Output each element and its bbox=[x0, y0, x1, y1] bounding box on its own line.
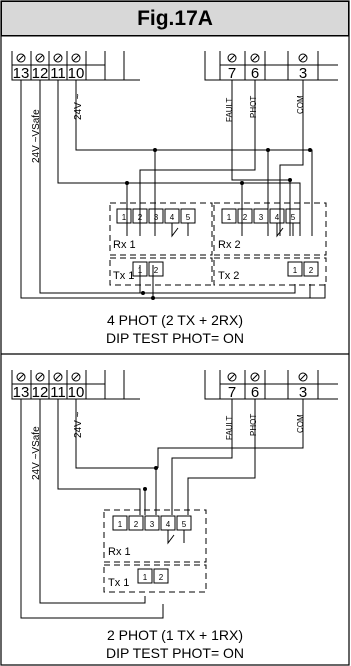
caption-top-line2: DIP TEST PHOT= ON bbox=[106, 330, 244, 346]
terminal-12-bottom: 12 bbox=[32, 384, 49, 401]
terminal-7-bottom: 7 bbox=[228, 384, 236, 401]
rx1-bottom-pin-1: 1 bbox=[118, 520, 123, 529]
wire-label-vsafe-bottom: 24V ~VSafe bbox=[31, 426, 42, 480]
terminal-13: 13 bbox=[13, 65, 30, 82]
rx1-bottom-pin-4: 4 bbox=[166, 520, 171, 529]
terminal-3-bottom: 3 bbox=[299, 384, 307, 401]
rx1-pin-2: 2 bbox=[138, 213, 143, 222]
tx1-bottom-pin-2: 2 bbox=[159, 573, 164, 582]
junction-dots-top bbox=[125, 148, 312, 300]
figure-title-bar: Fig.17A bbox=[1, 1, 349, 36]
rx1-bottom-label: Rx 1 bbox=[108, 546, 131, 558]
right-terminal-block-bottom bbox=[204, 370, 338, 400]
rx1-pin-3: 3 bbox=[154, 213, 159, 222]
tx2-module: 1 2 Tx 2 bbox=[213, 257, 327, 286]
terminal-10: 10 bbox=[68, 65, 85, 82]
wiring-top bbox=[20, 80, 326, 299]
terminal-6-bottom: 6 bbox=[251, 384, 259, 401]
tx1-pin-2: 2 bbox=[154, 266, 159, 275]
terminal-7: 7 bbox=[228, 65, 236, 82]
rx1-bottom-pin-5: 5 bbox=[182, 520, 187, 529]
tx1-bottom-pin-1: 1 bbox=[143, 573, 148, 582]
terminal-3: 3 bbox=[299, 65, 307, 82]
wire-label-24v: 24V ~ bbox=[73, 93, 84, 120]
terminal-11-bottom: 11 bbox=[50, 384, 66, 401]
wire-label-24v-bottom: 24V ~ bbox=[73, 411, 84, 438]
rx1-pin-5: 5 bbox=[186, 213, 191, 222]
terminal-6: 6 bbox=[251, 65, 259, 82]
rx1-bottom-pin-3: 3 bbox=[150, 520, 155, 529]
tx2-pin-2: 2 bbox=[309, 266, 314, 275]
tx2-label: Tx 2 bbox=[218, 270, 239, 282]
tx1-pin-1: 1 bbox=[138, 266, 143, 275]
rx2-module: 1 2 3 4 5 Rx 2 bbox=[213, 202, 327, 256]
rx1-module: 1 2 3 4 5 Rx 1 bbox=[109, 202, 213, 256]
terminal-11: 11 bbox=[50, 65, 66, 82]
tx1-label: Tx 1 bbox=[113, 270, 134, 282]
caption-bottom-line2: DIP TEST PHOT= ON bbox=[106, 645, 244, 661]
rx2-pin-1: 1 bbox=[227, 213, 232, 222]
panel-bottom: 13 12 11 10 7 6 3 24V ~VSafe 24V ~ FAULT bbox=[11, 370, 338, 661]
rx1-module-bottom: 1 2 3 4 5 Rx 1 bbox=[103, 509, 207, 563]
wiring-bottom bbox=[20, 399, 304, 619]
panel-top: 13 12 11 10 7 6 3 24V ~VSafe 24V bbox=[11, 51, 338, 346]
terminal-10-bottom: 10 bbox=[68, 384, 85, 401]
wire-label-com-bottom: COM bbox=[296, 414, 305, 433]
rx2-pin-4: 4 bbox=[275, 213, 280, 222]
wire-label-com: COM bbox=[296, 95, 305, 114]
junction-dots-bottom bbox=[143, 466, 158, 491]
rx2-pin-5: 5 bbox=[291, 213, 296, 222]
wire-label-phot-bottom: PHOT bbox=[249, 414, 258, 436]
tx1-bottom-label: Tx 1 bbox=[108, 577, 129, 589]
rx2-pin-2: 2 bbox=[243, 213, 248, 222]
tx1-module: 1 2 Tx 1 bbox=[109, 257, 213, 286]
rx1-pin-4: 4 bbox=[170, 213, 175, 222]
tx1-module-bottom: 1 2 Tx 1 bbox=[103, 564, 207, 593]
wire-label-phot: PHOT bbox=[249, 96, 258, 118]
rx1-bottom-pin-2: 2 bbox=[134, 520, 139, 529]
wire-label-fault: FAULT bbox=[225, 98, 234, 122]
rx2-pin-3: 3 bbox=[259, 213, 264, 222]
tx2-pin-1: 1 bbox=[293, 266, 298, 275]
left-terminal-block-top bbox=[11, 51, 140, 81]
rx1-label: Rx 1 bbox=[113, 239, 136, 251]
caption-bottom-line1: 2 PHOT (1 TX + 1RX) bbox=[107, 627, 243, 643]
left-terminal-block-bottom bbox=[11, 370, 140, 400]
terminal-12: 12 bbox=[32, 65, 49, 82]
wire-label-vsafe: 24V ~VSafe bbox=[31, 109, 42, 163]
right-terminal-block-top bbox=[204, 51, 338, 81]
terminal-13-bottom: 13 bbox=[13, 384, 30, 401]
rx1-pin-1: 1 bbox=[122, 213, 127, 222]
wire-label-fault-bottom: FAULT bbox=[225, 416, 234, 440]
figure-title: Fig.17A bbox=[137, 6, 213, 30]
rx2-label: Rx 2 bbox=[218, 239, 241, 251]
caption-top-line1: 4 PHOT (2 TX + 2RX) bbox=[107, 312, 243, 328]
